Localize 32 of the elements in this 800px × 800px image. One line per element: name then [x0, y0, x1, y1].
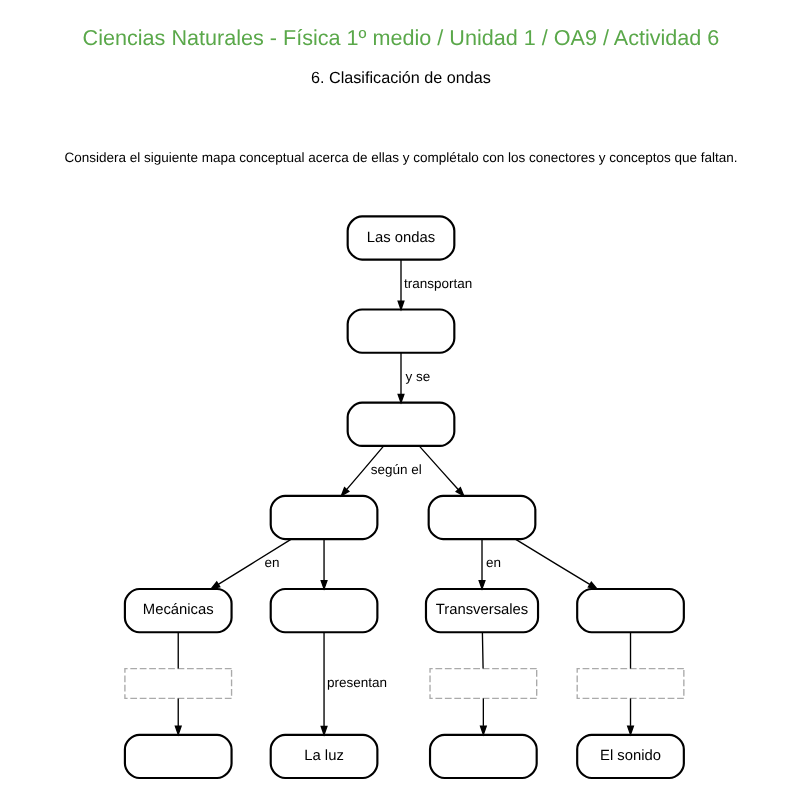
connector	[176, 631, 178, 670]
arrow	[513, 538, 598, 590]
node-box	[575, 668, 684, 700]
node-box	[123, 668, 232, 700]
node-box	[575, 587, 684, 634]
arrow	[319, 631, 327, 737]
arrow	[477, 538, 485, 591]
arrow	[417, 445, 465, 498]
arrow	[173, 697, 182, 737]
connector	[628, 631, 631, 670]
node-box: Transversales	[423, 587, 539, 634]
node-box: La luz	[268, 733, 378, 780]
arrow	[339, 445, 384, 498]
node-box	[426, 494, 536, 541]
arrow	[319, 538, 327, 591]
node-box	[428, 668, 537, 700]
arrow	[478, 697, 487, 737]
node-box	[345, 308, 455, 354]
connector	[480, 631, 483, 670]
diagram-title: Ciencias Naturales - Física 1º medio / Unidad 1 / OA9 / Actividad 6	[81, 26, 719, 51]
node-box	[268, 587, 378, 634]
node-box	[122, 733, 232, 780]
arrow	[625, 697, 634, 737]
node-box	[345, 401, 455, 447]
node-box: Mecánicas	[122, 587, 232, 634]
node-box: El sonido	[575, 733, 684, 780]
node-box	[427, 733, 537, 780]
arrow	[396, 352, 404, 405]
node-box: Las ondas	[345, 215, 455, 261]
arrow	[396, 259, 404, 312]
node-box	[268, 494, 378, 541]
arrow	[208, 538, 291, 590]
